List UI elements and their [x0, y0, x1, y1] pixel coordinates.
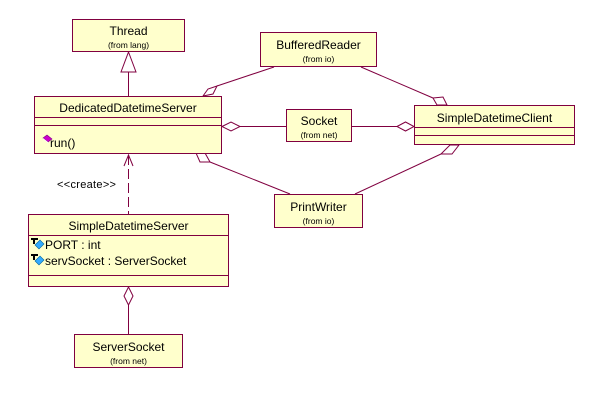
aggregation-dedicated-printwriter[interactable]: [195, 152, 291, 195]
class-package: (from io): [303, 216, 335, 226]
inheritance-arrowhead-icon: [120, 50, 137, 73]
class-name: Thread: [109, 24, 147, 38]
class-name: BufferedReader: [276, 38, 361, 52]
dependency-arrowhead-icon: [123, 153, 134, 167]
class-name: Socket: [301, 114, 338, 128]
aggregation-diamond-icon: [439, 144, 461, 155]
class-package: (from lang): [108, 40, 149, 50]
aggregation-diamond-icon: [395, 121, 416, 132]
static-attribute-icon: [31, 238, 45, 250]
operation-row[interactable]: run(): [42, 134, 75, 150]
class-name: SimpleDatetimeClient: [437, 111, 553, 125]
class-name: SimpleDatetimeServer: [68, 219, 188, 233]
aggregation-server-serversocket[interactable]: [123, 285, 134, 334]
class-socket[interactable]: Socket (from net): [286, 109, 352, 142]
operation-label: run(): [50, 136, 75, 150]
aggregation-dedicated-bufferedreader[interactable]: [201, 66, 275, 97]
static-attribute-icon: [31, 254, 45, 266]
class-name: DedicatedDatetimeServer: [59, 101, 196, 115]
class-server-socket[interactable]: ServerSocket (from net): [74, 334, 183, 368]
class-name: PrintWriter: [290, 200, 346, 214]
class-buffered-reader[interactable]: BufferedReader (from io): [260, 32, 377, 67]
class-simple-datetime-client[interactable]: SimpleDatetimeClient: [414, 105, 575, 145]
class-dedicated-datetime-server[interactable]: DedicatedDatetimeServer run(): [34, 96, 222, 154]
aggregation-diamond-icon: [432, 96, 448, 106]
aggregation-client-bufferedreader[interactable]: [360, 66, 448, 106]
aggregation-client-socket[interactable]: [352, 121, 416, 132]
attribute-row[interactable]: servSocket : ServerSocket: [31, 254, 187, 268]
class-name: ServerSocket: [92, 340, 165, 354]
generalization-dedicated-to-thread[interactable]: [120, 50, 137, 96]
aggregation-diamond-icon: [201, 85, 218, 97]
class-simple-datetime-server[interactable]: SimpleDatetimeServer PORT : int servSock…: [28, 214, 229, 287]
class-package: (from io): [303, 54, 335, 64]
aggregation-diamond-icon: [220, 121, 242, 132]
class-thread[interactable]: Thread (from lang): [72, 19, 185, 52]
aggregation-diamond-icon: [195, 152, 211, 163]
aggregation-client-printwriter[interactable]: [354, 144, 461, 195]
aggregation-diamond-icon: [123, 285, 134, 307]
attribute-row[interactable]: PORT : int: [31, 238, 101, 252]
class-package: (from net): [110, 356, 147, 366]
dependency-stereotype-label: <<create>>: [57, 179, 116, 191]
class-package: (from net): [301, 130, 338, 140]
class-print-writer[interactable]: PrintWriter (from io): [274, 194, 363, 228]
aggregation-dedicated-socket[interactable]: [220, 121, 286, 132]
attribute-label: servSocket : ServerSocket: [45, 254, 187, 268]
attribute-label: PORT : int: [45, 238, 101, 252]
public-operation-icon: [42, 134, 53, 143]
dependency-create[interactable]: <<create>>: [57, 153, 134, 214]
